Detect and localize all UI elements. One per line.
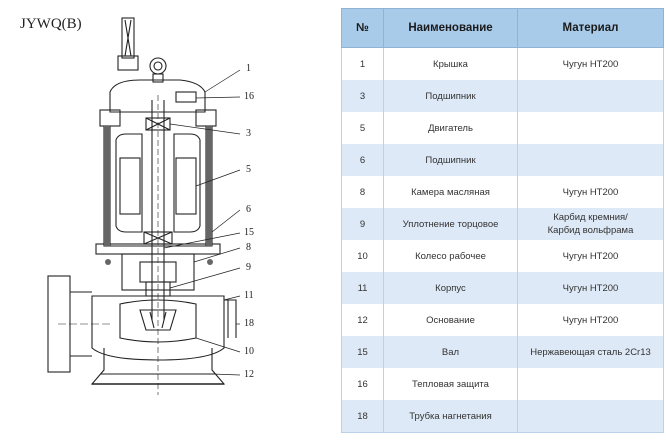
cell-material: [517, 144, 664, 176]
table-row: 15 Вал Нержавеющая сталь 2Cr13: [341, 336, 664, 368]
table-row: 8 Камера масляная Чугун HT200: [341, 176, 664, 208]
cell-name: Камера масляная: [383, 176, 518, 208]
callout-15: 15: [244, 227, 254, 238]
callout-6: 6: [246, 204, 251, 215]
cell-material: Нержавеющая сталь 2Cr13: [517, 336, 664, 368]
table-row: 10 Колесо рабочее Чугун HT200: [341, 240, 664, 272]
table-header-row: № Наименование Материал: [341, 8, 664, 48]
cell-name: Трубка нагнетания: [383, 400, 518, 433]
table-row: 18 Трубка нагнетания: [341, 400, 664, 433]
header-number: №: [341, 8, 384, 48]
callout-10: 10: [244, 346, 254, 357]
cell-number: 12: [341, 304, 384, 336]
cell-material: Чугун HT200: [517, 176, 664, 208]
cell-name: Крышка: [383, 47, 518, 80]
material-line: Чугун HT200: [562, 314, 619, 326]
table-row: 16 Тепловая защита: [341, 368, 664, 400]
table-row: 5 Двигатель: [341, 112, 664, 144]
callout-18: 18: [244, 318, 254, 329]
header-material: Материал: [517, 8, 664, 48]
callout-12: 12: [244, 369, 254, 380]
cell-material: [517, 400, 664, 433]
cell-number: 11: [341, 272, 384, 304]
callout-3: 3: [246, 128, 251, 139]
table-row: 6 Подшипник: [341, 144, 664, 176]
table-row: 9 Уплотнение торцовое Карбид кремния/Кар…: [341, 208, 664, 240]
material-line: Чугун HT200: [562, 250, 619, 262]
callout-1: 1: [246, 63, 251, 74]
material-line: Чугун HT200: [562, 58, 619, 70]
cell-name: Подшипник: [383, 144, 518, 176]
cell-name: Колесо рабочее: [383, 240, 518, 272]
cell-name: Двигатель: [383, 112, 518, 144]
table-row: 12 Основание Чугун HT200: [341, 304, 664, 336]
cell-number: 6: [341, 144, 384, 176]
cell-number: 1: [341, 47, 384, 80]
cell-name: Вал: [383, 336, 518, 368]
cell-material: Чугун HT200: [517, 47, 664, 80]
table-row: 11 Корпус Чугун HT200: [341, 272, 664, 304]
callout-8: 8: [246, 242, 251, 253]
cell-material: Карбид кремния/Карбид вольфрама: [517, 208, 664, 240]
cell-name: Подшипник: [383, 80, 518, 112]
cell-number: 3: [341, 80, 384, 112]
cell-material: [517, 112, 664, 144]
parts-materials-table: № Наименование Материал 1 Крышка Чугун H…: [341, 8, 664, 433]
cell-material: Чугун HT200: [517, 240, 664, 272]
cell-material: [517, 80, 664, 112]
callout-16: 16: [244, 91, 254, 102]
material-line: Карбид кремния/: [553, 212, 628, 223]
cell-number: 10: [341, 240, 384, 272]
material-line: Чугун HT200: [562, 186, 619, 198]
callout-5: 5: [246, 164, 251, 175]
cell-material: Чугун HT200: [517, 304, 664, 336]
material-line-2: Карбид вольфрама: [547, 225, 634, 236]
cell-material: [517, 368, 664, 400]
pump-cross-section-drawing: [47, 17, 241, 395]
cell-name: Основание: [383, 304, 518, 336]
cell-name: Тепловая защита: [383, 368, 518, 400]
material-line: Чугун HT200: [562, 282, 619, 294]
cell-material: Чугун HT200: [517, 272, 664, 304]
header-name: Наименование: [383, 8, 518, 48]
model-label: JYWQ(B): [20, 16, 82, 32]
material-line: Нержавеющая сталь 2Cr13: [530, 346, 651, 358]
cell-number: 8: [341, 176, 384, 208]
pump-drawing-panel: JYWQ(B): [0, 0, 330, 447]
cell-number: 16: [341, 368, 384, 400]
callout-11: 11: [244, 290, 254, 301]
cell-name: Уплотнение торцовое: [383, 208, 518, 240]
cell-name: Корпус: [383, 272, 518, 304]
table-row: 3 Подшипник: [341, 80, 664, 112]
cell-number: 5: [341, 112, 384, 144]
table-row: 1 Крышка Чугун HT200: [341, 47, 664, 80]
cell-number: 15: [341, 336, 384, 368]
cell-number: 18: [341, 400, 384, 433]
callout-9: 9: [246, 262, 251, 273]
cell-number: 9: [341, 208, 384, 240]
